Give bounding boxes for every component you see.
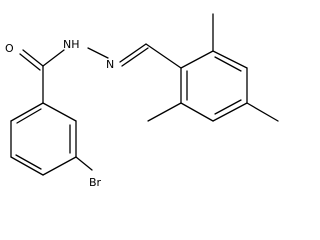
- ring1-bond-1: [42, 102, 77, 122]
- ring1-double-2: [15, 154, 42, 170]
- bond-carbonyl-1: [22, 49, 44, 67]
- bond-c-nh: [42, 49, 65, 67]
- ring2-double-2: [214, 99, 242, 115]
- ring1-bond-4: [10, 156, 44, 176]
- ring1-bond-6: [10, 102, 44, 122]
- ring2-bond-4: [212, 102, 248, 122]
- ring2-bond-1: [180, 50, 214, 69]
- ring2-bond-2: [212, 50, 248, 69]
- structure-canvas: O NH N Br: [5, 13, 279, 189]
- atom-oxygen: O: [5, 42, 14, 55]
- atom-nh: NH: [63, 38, 80, 51]
- atom-bromine: Br: [89, 176, 102, 189]
- bond-carbonyl-2: [19, 53, 41, 71]
- molecule-diagram: O NH N Br: [5, 13, 279, 189]
- ring2-bond-5: [180, 102, 214, 122]
- bond-methyl-right: [246, 102, 279, 122]
- ring1-bond-3: [42, 156, 77, 176]
- bond-nh-n: [87, 47, 109, 59]
- bond-c-br: [75, 156, 93, 171]
- atom-n: N: [106, 58, 114, 71]
- bond-imine-1: [119, 43, 147, 63]
- ring1-double-3: [16, 108, 42, 124]
- bond-methyl-bottom: [147, 102, 182, 122]
- ring2-double-1: [214, 56, 242, 72]
- bond-imine-2: [121, 47, 149, 67]
- bond-ch-aryl: [145, 43, 182, 69]
